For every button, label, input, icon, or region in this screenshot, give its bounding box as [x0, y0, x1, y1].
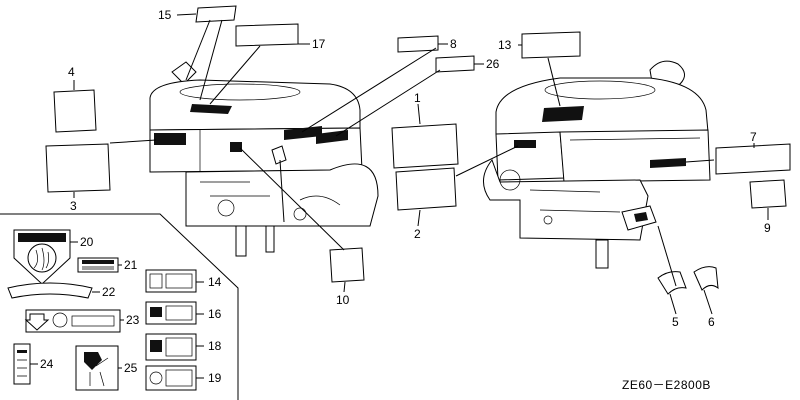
callout-25: 25 [124, 361, 138, 375]
label-15-shape [195, 5, 237, 23]
callout-7: 7 [750, 130, 757, 144]
label-20-shape [13, 229, 71, 285]
label-14-shape [145, 269, 197, 293]
label-10-shape [329, 247, 365, 283]
callout-17: 17 [312, 37, 326, 51]
label-17-shape [235, 23, 299, 47]
label-16-shape [145, 301, 197, 325]
callout-21: 21 [124, 258, 138, 272]
label-3-shape [45, 143, 111, 193]
bracket-5-shape [657, 271, 687, 295]
right-engine [483, 60, 711, 269]
callout-8: 8 [450, 37, 457, 51]
callout-14: 14 [208, 275, 222, 289]
label-25-shape [75, 345, 119, 391]
loose-labels [45, 5, 791, 295]
label-1-shape [391, 123, 459, 169]
label-18-shape [145, 333, 197, 361]
callout-26: 26 [486, 57, 500, 71]
callout-1: 1 [414, 91, 421, 105]
callout-18: 18 [208, 339, 222, 353]
callout-16: 16 [208, 307, 222, 321]
label-21-shape [77, 257, 119, 273]
bracket-6-shape [693, 266, 719, 291]
left-engine [149, 61, 379, 257]
callout-15: 15 [158, 8, 172, 22]
label-22-shape [7, 282, 93, 299]
callout-4: 4 [68, 65, 75, 79]
label-2-shape [395, 167, 457, 211]
label-9-shape [749, 179, 787, 209]
label-23-shape [24, 309, 121, 333]
callout-5: 5 [672, 315, 679, 329]
callout-13: 13 [498, 38, 512, 52]
diagram-code: ZE60－E2800B [622, 378, 711, 392]
label-19-shape [145, 365, 197, 391]
callout-6: 6 [708, 315, 715, 329]
callout-24: 24 [40, 357, 54, 371]
inset-labels [7, 229, 204, 391]
leader-lines [73, 13, 769, 315]
inset-border [0, 213, 239, 400]
callout-2: 2 [414, 227, 421, 241]
callout-23: 23 [126, 313, 140, 327]
callout-19: 19 [208, 371, 222, 385]
callout-20: 20 [80, 235, 94, 249]
callout-numbers: 15 17 8 26 13 4 3 1 2 10 7 9 5 6 20 21 2… [40, 8, 771, 385]
label-7-shape [715, 143, 791, 175]
label-4-shape [53, 89, 97, 133]
callout-3: 3 [70, 199, 77, 213]
callout-22: 22 [102, 285, 116, 299]
callout-10: 10 [336, 293, 350, 307]
label-26-shape [435, 55, 475, 73]
callout-9: 9 [764, 221, 771, 235]
label-8-shape [397, 35, 439, 53]
label-24-shape [13, 343, 31, 385]
label-13-shape [521, 31, 581, 59]
